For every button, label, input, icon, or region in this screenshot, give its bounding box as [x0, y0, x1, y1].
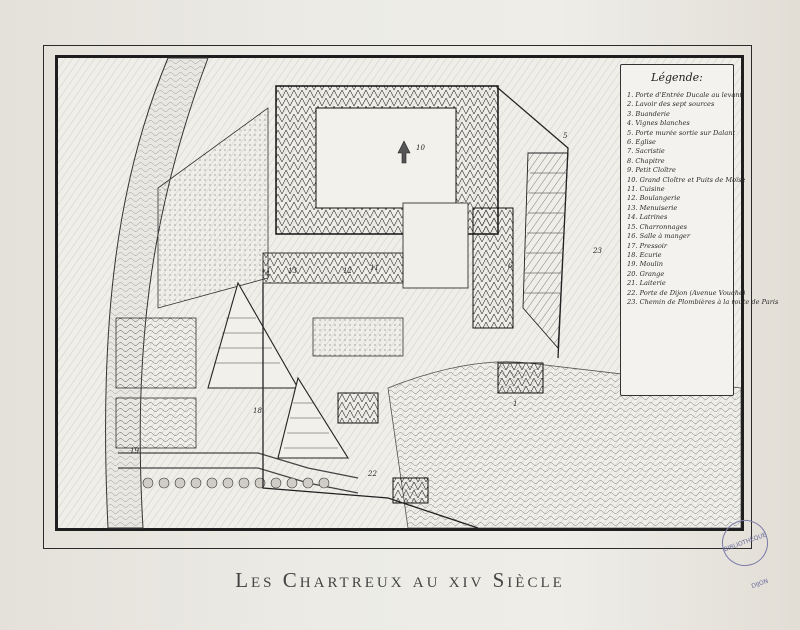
label-5: 5: [563, 132, 568, 140]
field-strips: [524, 172, 566, 294]
label-23: 23: [592, 247, 602, 255]
kitchen-block: [262, 252, 404, 284]
legend-item: 5. Porte murée sortie sur Dalant: [627, 128, 736, 137]
cloister-garth: [315, 107, 457, 209]
map-caption: Les Chartreux au xiv Siècle: [235, 568, 565, 592]
legend-item: 15. Charronnages: [627, 222, 688, 231]
legend-item: 4. Vignes blanches: [627, 119, 690, 128]
label-12: 12: [343, 267, 352, 275]
label-18: 18: [253, 407, 262, 415]
road: [118, 452, 359, 479]
label-1: 1: [513, 400, 517, 408]
enclosure-wall: [497, 87, 569, 359]
legend-item: 12. Boulangerie: [627, 194, 681, 203]
legend-item: 13. Menuiserie: [627, 203, 678, 212]
legend-item: 2. Lavoir des sept sources: [627, 100, 715, 109]
legend-item: 3. Buanderie: [627, 109, 670, 118]
dijon-gate: [392, 477, 429, 504]
legend-item: 7. Sacristie: [627, 147, 665, 156]
legend-item: 1. Porte d'Entrée Ducale au levant: [627, 91, 743, 99]
legend-item: 8. Chapitre: [627, 156, 665, 165]
courtyard-garden: [312, 317, 404, 357]
tree-row: [142, 477, 330, 489]
legend-scroll: Légende: 1. Porte d'Entrée Ducale au lev…: [620, 64, 779, 396]
legend-item: 16. Salle à manger: [627, 232, 690, 241]
legend-item: 22. Porte de Dijon (Avenue Vouché): [627, 288, 746, 297]
legend-item: 20. Grange: [627, 269, 665, 278]
label-14: 14: [261, 270, 270, 278]
label-10: 10: [416, 144, 425, 152]
legend-item: 18. Ecurie: [627, 250, 662, 259]
meadow-plot: [115, 317, 197, 389]
road: [118, 467, 359, 494]
label-11: 11: [370, 264, 379, 272]
well-of-moses: [397, 140, 411, 164]
label-6: 6: [508, 262, 513, 270]
vineyard-enclosure: [207, 281, 299, 389]
outer-frame: [43, 45, 752, 549]
legend-item: 19. Moulin: [627, 260, 664, 269]
small-cloister: [402, 202, 469, 289]
map-drawing: 10 13 12 11 14 6 18: [58, 57, 742, 529]
gatehouse: [497, 362, 544, 394]
legend-item: 9. Petit Cloître: [627, 166, 676, 175]
legend-item: 17. Pressoir: [627, 241, 668, 250]
legend-item: 11. Cuisine: [627, 185, 665, 194]
meadow-plot: [115, 397, 197, 449]
legend-item: 6. Eglise: [627, 138, 656, 147]
label-22: 22: [367, 470, 377, 478]
legend-item: 21. Laiterie: [627, 279, 666, 288]
enclosure-wall: [262, 283, 479, 529]
legend-item: 23. Chemin de Plombières à la route de P…: [627, 297, 779, 306]
legend-title: Légende:: [651, 71, 703, 84]
legend-item: 10. Grand Cloître et Puits de Moïse: [627, 175, 746, 184]
map-frame: 10 13 12 11 14 6 18: [55, 55, 779, 531]
barn: [337, 392, 379, 424]
church: [472, 207, 514, 329]
legend-item: 14. Latrines: [627, 213, 668, 222]
label-19: 19: [130, 447, 139, 455]
label-13: 13: [288, 267, 297, 275]
